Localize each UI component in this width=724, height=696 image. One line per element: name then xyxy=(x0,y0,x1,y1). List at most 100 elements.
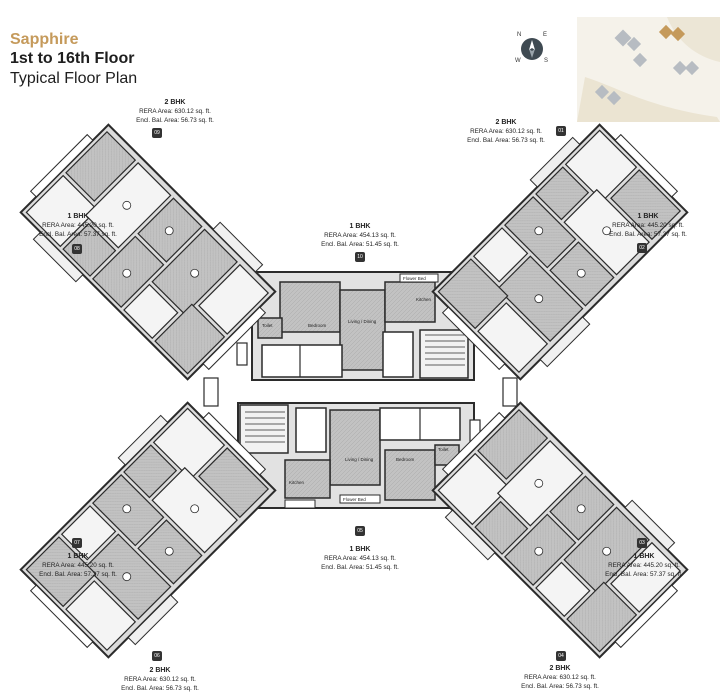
wing-room xyxy=(198,447,270,519)
unit-number-01: 01 xyxy=(556,126,566,136)
dining-table-icon xyxy=(534,226,544,236)
unit-label-06: 2 BHK RERA Area: 630.12 sq. ft. Encl. Ba… xyxy=(121,667,199,692)
residential-wings xyxy=(19,123,689,659)
room-label-bedroom-10: Bedroom xyxy=(308,323,327,328)
unit-number-05: 05 xyxy=(355,526,365,536)
dining-table-icon xyxy=(534,546,544,556)
wing-room xyxy=(564,129,638,202)
wing-room xyxy=(25,536,97,608)
wing-room xyxy=(610,541,682,613)
connector-east xyxy=(502,377,518,407)
key-plan xyxy=(577,17,720,122)
wing-balcony xyxy=(444,509,496,561)
room-label-flowerbed-05: Flower Bed xyxy=(343,497,366,502)
unit-label-08: 1 BHK RERA Area: 445.20 sq. ft. Encl. Ba… xyxy=(39,213,117,238)
unit-number-10: 10 xyxy=(355,252,365,262)
dining-table-icon xyxy=(534,478,544,488)
wing-flower-bed xyxy=(614,133,679,198)
wing-room xyxy=(610,169,682,241)
room-label-kitchen-10: Kitchen xyxy=(416,297,432,302)
unit-number-07: 07 xyxy=(72,538,82,548)
unit-number-06: 06 xyxy=(152,651,162,661)
wing-room xyxy=(62,222,117,277)
wing-room xyxy=(566,581,638,653)
compass-east: E xyxy=(543,32,548,38)
wing-balcony xyxy=(117,414,169,466)
wing-balcony xyxy=(624,499,676,551)
dining-table-icon xyxy=(164,546,174,556)
dining-table-icon xyxy=(122,572,132,582)
wing-room xyxy=(437,452,510,526)
wing-room xyxy=(437,258,509,330)
compass-icon: N E W S xyxy=(510,30,554,72)
unit-number-02: 02 xyxy=(637,243,647,253)
unit-label-09: 2 BHK RERA Area: 630.12 sq. ft. Encl. Ba… xyxy=(136,99,214,124)
dining-table-icon xyxy=(602,226,612,236)
wing-room xyxy=(25,174,98,248)
room-label-living-10: Living / Dining xyxy=(348,319,377,324)
connector-west xyxy=(203,377,219,407)
wing-room xyxy=(477,408,549,480)
unit-label-03: 1 BHK RERA Area: 445.20 sq. ft. Encl. Ba… xyxy=(605,553,683,578)
unit-label-01: 2 BHK RERA Area: 630.12 sq. ft. Encl. Ba… xyxy=(467,119,545,144)
wing-room xyxy=(152,407,226,480)
wing-flower-bed xyxy=(29,133,94,198)
unit-label-05: 1 BHK RERA Area: 454.13 sq. ft. Encl. Ba… xyxy=(321,546,399,571)
wing-room xyxy=(535,166,590,221)
compass-north: N xyxy=(517,32,522,38)
key-plan-graphic xyxy=(577,17,720,122)
connector-nw xyxy=(236,342,248,366)
wing-southeast xyxy=(431,401,689,659)
wing-flower-bed xyxy=(202,306,267,371)
wing-flower-bed xyxy=(441,411,506,476)
room-label-toilet-05: Toilet xyxy=(438,447,449,452)
dining-table-icon xyxy=(190,268,200,278)
floor-range: 1st to 16th Floor xyxy=(10,50,135,67)
unit-number-04: 04 xyxy=(556,651,566,661)
unit-number-09: 09 xyxy=(152,128,162,138)
wing-room xyxy=(477,302,549,374)
room-label-living-05: Living / Dining xyxy=(345,457,374,462)
dining-table-icon xyxy=(122,268,132,278)
wing-balcony xyxy=(529,136,581,188)
wing-northwest xyxy=(19,123,277,381)
unit-label-02: 1 BHK RERA Area: 445.20 sq. ft. Encl. Ba… xyxy=(609,213,687,238)
wing-room xyxy=(123,444,178,499)
wing-flower-bed xyxy=(614,584,679,649)
wing-balcony xyxy=(212,221,264,273)
wing-balcony xyxy=(32,231,84,283)
wing-room xyxy=(123,283,179,340)
wing-northeast xyxy=(431,123,689,381)
dining-table-icon xyxy=(122,200,132,210)
wing-flower-bed xyxy=(202,411,267,476)
room-label-bedroom-05: Bedroom xyxy=(396,457,415,462)
project-name: Sapphire xyxy=(10,31,79,48)
wing-room xyxy=(154,303,226,375)
wing-room xyxy=(535,561,591,618)
room-label-kitchen-05: Kitchen xyxy=(289,480,305,485)
compass-south: S xyxy=(544,58,549,64)
wing-room xyxy=(503,195,577,269)
wing-room xyxy=(65,580,137,652)
unit-label-04: 2 BHK RERA Area: 630.12 sq. ft. Encl. Ba… xyxy=(521,665,599,690)
compass-graphic xyxy=(521,38,543,60)
unit-number-03: 03 xyxy=(637,538,647,548)
wing-room xyxy=(474,500,529,555)
unit-label-07: 1 BHK RERA Area: 445.20 sq. ft. Encl. Ba… xyxy=(39,553,117,578)
wing-room xyxy=(65,130,137,202)
unit-label-10: 1 BHK RERA Area: 454.13 sq. ft. Encl. Ba… xyxy=(321,223,399,248)
core-south xyxy=(237,402,475,509)
wing-flower-bed xyxy=(29,584,94,649)
dining-table-icon xyxy=(576,504,586,514)
compass-west: W xyxy=(515,58,521,64)
dining-table-icon xyxy=(534,294,544,304)
dining-table-icon xyxy=(576,268,586,278)
room-label-toilet-10: Toilet xyxy=(262,323,273,328)
wing-room xyxy=(198,263,270,335)
wing-flower-bed xyxy=(441,306,506,371)
dining-table-icon xyxy=(122,504,132,514)
wing-room xyxy=(472,227,529,283)
dining-table-icon xyxy=(190,504,200,514)
